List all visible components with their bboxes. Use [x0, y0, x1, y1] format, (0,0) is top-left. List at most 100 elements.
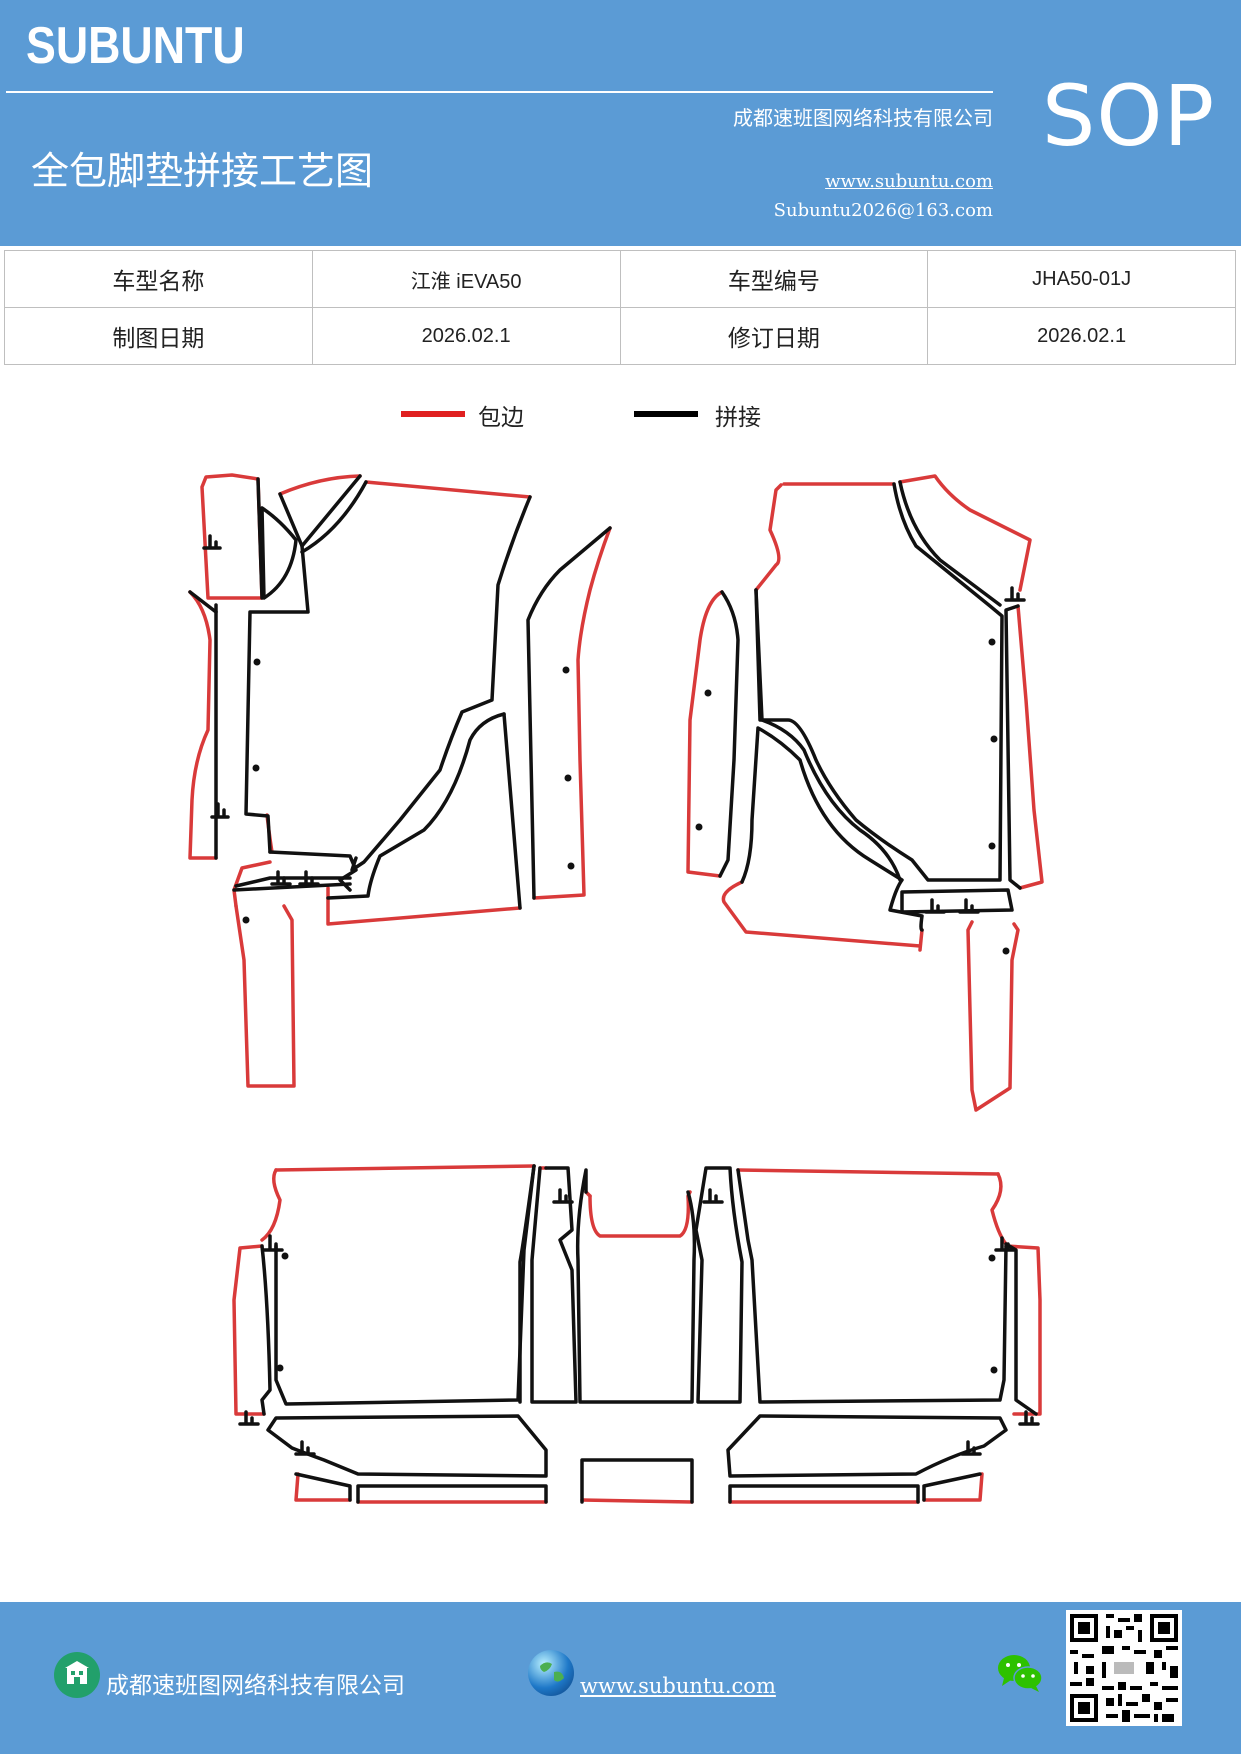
edge-line	[754, 483, 783, 592]
joint-line	[238, 1410, 260, 1426]
snap-dot	[567, 862, 575, 870]
joint-line	[274, 1164, 536, 1406]
model-code-label: 车型编号	[619, 250, 929, 308]
edge-line	[1016, 604, 1044, 890]
joint-line	[718, 590, 740, 878]
snap-dot	[253, 658, 261, 666]
edge-line	[588, 1190, 692, 1238]
joint-line	[922, 1472, 982, 1502]
website-link[interactable]: www.subuntu.com	[825, 171, 993, 192]
joint-line	[994, 1236, 1016, 1252]
joint-line	[702, 1188, 724, 1204]
table-row: 制图日期 2026.02.1 修订日期 2026.02.1	[4, 307, 1236, 365]
snap-dot	[695, 823, 703, 831]
joint-line	[502, 712, 522, 910]
joint-line	[260, 506, 298, 600]
table-row: 车型名称 江淮 iEVA50 车型编号 JHA50-01J	[4, 250, 1236, 308]
snap-dot	[988, 842, 996, 850]
edge-line	[966, 920, 1020, 1112]
joint-line	[256, 477, 264, 600]
info-table: 车型名称 江淮 iEVA50 车型编号 JHA50-01J 制图日期 2026.…	[4, 250, 1236, 365]
edge-line	[686, 590, 724, 878]
joint-line	[754, 588, 902, 882]
joint-line	[262, 1234, 284, 1252]
snap-dot	[988, 638, 996, 646]
edge-line	[232, 1244, 266, 1416]
brand-logo: SUBUNTU	[26, 17, 245, 75]
floor-mat-diagram	[188, 473, 1044, 1504]
revise-date-label: 修订日期	[619, 307, 929, 365]
edge-line	[736, 1168, 1000, 1176]
wechat-icon[interactable]	[996, 1652, 1044, 1694]
joint-line	[530, 1166, 578, 1404]
snap-dot	[281, 1252, 289, 1260]
edge-line	[721, 880, 922, 948]
joint-line	[726, 1414, 1008, 1478]
draw-date-value: 2026.02.1	[311, 307, 621, 365]
snap-button-dots	[242, 638, 1010, 1374]
draw-date-label: 制图日期	[4, 307, 313, 365]
joint-line	[356, 1484, 548, 1504]
model-name-value: 江淮 iEVA50	[311, 250, 621, 308]
footer-company-name: 成都速班图网络科技有限公司	[106, 1673, 405, 1699]
sop-badge: SOP	[1042, 67, 1216, 165]
joint-line	[1004, 1242, 1038, 1416]
joint-line	[244, 544, 310, 854]
edge-line	[188, 590, 218, 860]
joint-line	[526, 526, 612, 900]
edge-line	[364, 480, 532, 499]
joint-line	[350, 495, 532, 872]
snap-dot	[704, 689, 712, 697]
joint-line	[960, 1440, 982, 1456]
joint-line	[728, 1484, 920, 1504]
edge-line	[326, 886, 522, 926]
edge-line	[990, 1172, 1008, 1246]
globe-icon	[528, 1650, 574, 1696]
snap-dot	[562, 666, 570, 674]
edge-line	[260, 1168, 282, 1242]
legend-joint-swatch	[634, 411, 698, 417]
joint-line	[736, 1168, 1008, 1404]
edge-lines	[188, 473, 1044, 1504]
legend-joint-label: 拼接	[715, 405, 761, 431]
header-divider	[6, 91, 993, 93]
joint-line	[202, 534, 222, 550]
snap-dot	[988, 1254, 996, 1262]
joint-line	[575, 1168, 697, 1404]
revise-date-value: 2026.02.1	[927, 307, 1236, 365]
joint-line	[958, 898, 980, 914]
joint-line	[1004, 586, 1026, 602]
joint-line	[518, 1164, 536, 1404]
snap-dot	[990, 735, 998, 743]
joint-line	[298, 870, 320, 886]
snap-dot	[564, 774, 572, 782]
company-name: 成都速班图网络科技有限公司	[733, 106, 993, 130]
edge-line	[898, 474, 1032, 592]
joint-line	[210, 802, 230, 819]
joint-line	[1018, 1410, 1040, 1426]
edge-line	[278, 474, 362, 496]
qr-code[interactable]	[1066, 1610, 1182, 1726]
edge-line	[532, 526, 612, 900]
header-banner: SUBUNTU 成都速班图网络科技有限公司 全包脚垫拼接工艺图 www.subu…	[0, 0, 1241, 246]
snap-dot	[1002, 947, 1010, 955]
joint-line	[754, 482, 1004, 882]
edge-line	[922, 1472, 984, 1502]
legend: 包边 拼接	[0, 400, 1241, 440]
joint-line	[266, 1414, 548, 1478]
joint-line	[900, 888, 1014, 914]
legend-edge-label: 包边	[478, 405, 524, 431]
document-title: 全包脚垫拼接工艺图	[31, 149, 374, 193]
joint-line	[924, 898, 946, 914]
edge-line	[294, 1472, 352, 1502]
edge-line	[580, 1498, 694, 1504]
footer-website-link[interactable]: www.subuntu.com	[580, 1674, 776, 1698]
email-address: Subuntu2026@163.com	[773, 200, 993, 221]
snap-dot	[990, 1366, 998, 1374]
joint-line	[294, 1440, 316, 1456]
joint-line	[1004, 604, 1022, 890]
legend-edge-swatch	[401, 411, 465, 417]
model-name-label: 车型名称	[4, 250, 313, 308]
joint-line	[232, 882, 352, 892]
edge-line	[234, 904, 296, 1088]
